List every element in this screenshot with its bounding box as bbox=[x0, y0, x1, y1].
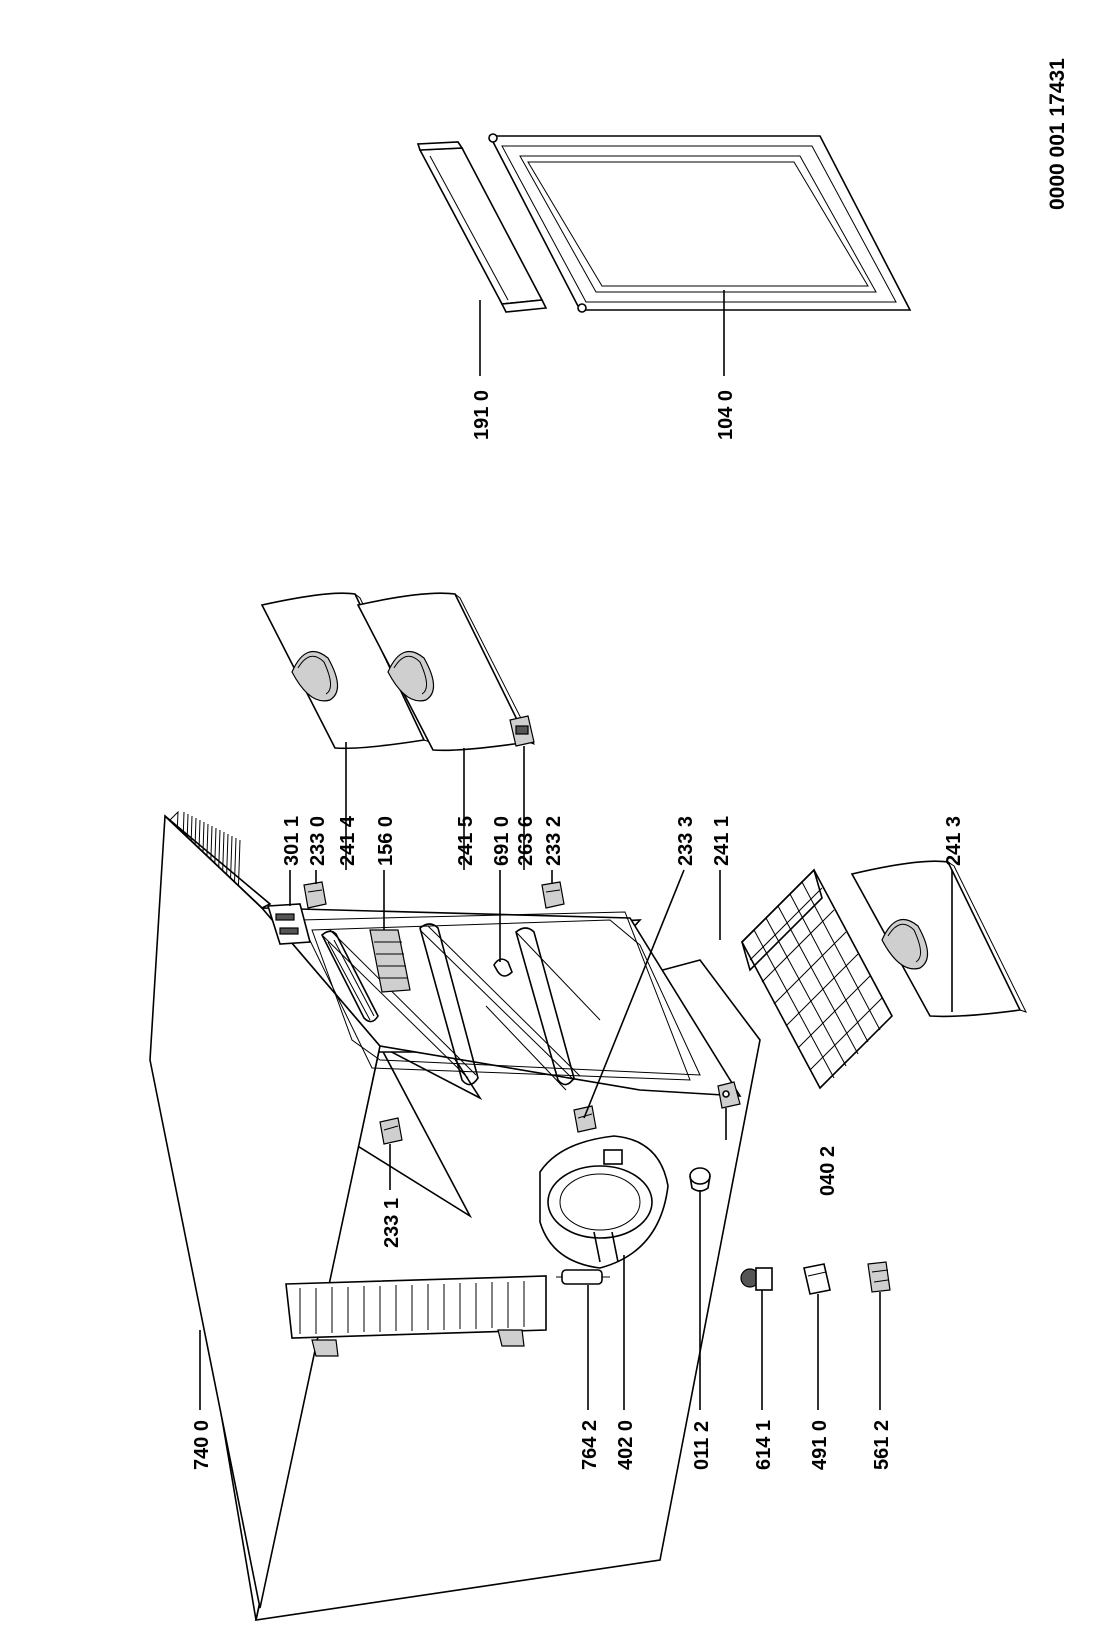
leader-233-3 bbox=[583, 869, 685, 1119]
shelf-3 bbox=[515, 927, 575, 1086]
shelf-hatching bbox=[321, 925, 601, 1091]
bracket-233-3 bbox=[573, 1105, 597, 1133]
cover-491-0 bbox=[803, 1263, 831, 1295]
label-241-4: 241 4 bbox=[337, 815, 359, 866]
cabinet-body bbox=[149, 810, 761, 1621]
compressor-402-0 bbox=[539, 1135, 669, 1269]
label-233-1: 233 1 bbox=[381, 1198, 403, 1248]
basket-241-1 bbox=[741, 868, 893, 1090]
bracket-233-2 bbox=[541, 881, 565, 909]
label-191-0: 191 0 bbox=[471, 390, 493, 440]
shelf-2 bbox=[419, 923, 479, 1086]
label-011-2: 011 2 bbox=[691, 1421, 713, 1470]
foot-011-2 bbox=[689, 1167, 711, 1192]
bracket-233-0 bbox=[303, 881, 327, 909]
label-764-2: 764 2 bbox=[579, 1420, 601, 1470]
label-491-0: 491 0 bbox=[809, 1420, 831, 1470]
label-740-0: 740 0 bbox=[191, 1420, 213, 1470]
label-241-5: 241 5 bbox=[455, 816, 477, 866]
thermostat-bulb-691-0 bbox=[493, 958, 513, 977]
filter-drier-764-2 bbox=[556, 1269, 610, 1285]
label-233-2: 233 2 bbox=[543, 816, 565, 866]
label-104-0: 104 0 bbox=[715, 390, 737, 440]
door-strip-191-0 bbox=[416, 141, 548, 313]
relay-614-1 bbox=[740, 1267, 773, 1291]
label-241-3: 241 3 bbox=[943, 816, 965, 866]
label-263-6: 263 6 bbox=[515, 816, 537, 866]
shelves bbox=[321, 923, 575, 1086]
label-040-2: 040 2 bbox=[817, 1146, 839, 1196]
control-panel-301-1 bbox=[266, 903, 312, 945]
label-233-0: 233 0 bbox=[307, 816, 329, 866]
label-402-0: 402 0 bbox=[615, 1420, 637, 1470]
label-233-3: 233 3 bbox=[675, 816, 697, 866]
document-code: 0000 001 17431 bbox=[1046, 58, 1069, 210]
lamp-263-6 bbox=[509, 715, 535, 747]
ice-tray-156-0 bbox=[369, 929, 411, 993]
drawer-front-241-3 bbox=[850, 860, 1027, 1018]
clip-561-2 bbox=[867, 1261, 891, 1293]
door-104-0 bbox=[488, 133, 912, 313]
part-labels: 740 0 764 2 402 0 011 2 614 1 491 0 561 … bbox=[191, 58, 1069, 1470]
hinge-040-2 bbox=[717, 1081, 741, 1109]
label-691-0: 691 0 bbox=[491, 816, 513, 866]
label-301-1: 301 1 bbox=[281, 816, 303, 866]
label-561-2: 561 2 bbox=[871, 1420, 893, 1470]
label-241-1: 241 1 bbox=[711, 816, 733, 866]
leader-lines bbox=[199, 290, 953, 1410]
label-614-1: 614 1 bbox=[753, 1420, 775, 1470]
label-156-0: 156 0 bbox=[375, 816, 397, 866]
bracket-233-1 bbox=[379, 1117, 403, 1145]
condenser-740-0 bbox=[285, 1275, 547, 1357]
drawer-front-241-5 bbox=[356, 592, 535, 752]
